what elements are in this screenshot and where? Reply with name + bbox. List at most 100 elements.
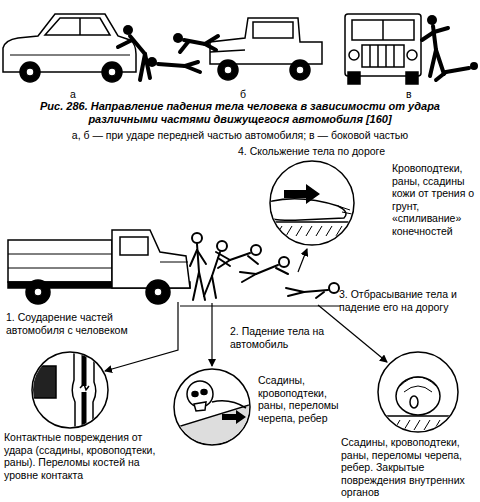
pedestrian-figure [251, 245, 261, 255]
pedestrian-figure [470, 62, 478, 70]
pickup-truck [290, 60, 310, 80]
detail-circle [174, 369, 252, 446]
detail-circle [374, 420, 460, 430]
truck [120, 237, 148, 255]
detail-circle [82, 392, 87, 430]
detail-circle [82, 352, 87, 386]
truck-front [406, 72, 418, 84]
car-sedan [79, 18, 81, 35]
injury-note: Кровоподтеки, раны, ссадины кожи от трен… [392, 162, 476, 237]
truck [154, 288, 162, 296]
car-sedan [102, 62, 122, 82]
stage-heading: 2. Падение тела на автомобиль [230, 325, 330, 350]
pickup-truck [210, 18, 322, 80]
pedestrian-figure [422, 15, 478, 80]
pedestrian-figure [197, 244, 199, 272]
detail-circle [201, 390, 207, 395]
truck-front [349, 50, 359, 60]
detail-circle [222, 410, 246, 424]
panel-letter: б [240, 88, 246, 101]
pedestrian-figure [204, 276, 212, 296]
truck-front [407, 50, 417, 60]
detail-circle [93, 350, 96, 430]
pedestrian-figure [192, 233, 202, 243]
car-sedan [26, 68, 34, 76]
pedestrian-figure [190, 250, 197, 266]
truck-front [362, 45, 404, 67]
pedestrian-figure [230, 253, 250, 260]
pedestrian-figure [446, 68, 469, 72]
detail-circle [212, 401, 246, 408]
pedestrian-figure [436, 72, 446, 80]
pedestrian-figure [248, 256, 258, 264]
truck [112, 230, 190, 288]
pedestrian-figure [180, 42, 188, 52]
detail-circle [266, 161, 356, 245]
detail-circle [338, 206, 352, 214]
pedestrian-figure [430, 50, 436, 76]
pedestrian-figure [434, 28, 448, 32]
detail-circle [194, 402, 206, 411]
detail-circle [72, 350, 75, 430]
pedestrian-figure [240, 272, 256, 274]
stage-heading: 4. Скольжение тела по дороге [238, 145, 385, 158]
truck-front [382, 20, 384, 40]
pickup-truck [218, 60, 238, 80]
pedestrian-figure [193, 272, 199, 300]
car-sedan [10, 55, 130, 56]
detail-circle [32, 350, 108, 430]
truck [8, 240, 112, 282]
truck-front [393, 45, 395, 67]
pedestrian-figure [218, 260, 230, 268]
truck [160, 262, 188, 263]
detail-circle [378, 352, 458, 432]
truck [146, 280, 170, 304]
detail-circle [374, 377, 460, 430]
panel-letter: в [406, 88, 412, 101]
pedestrian-figure [216, 252, 230, 260]
pedestrian-figure [217, 241, 227, 251]
pedestrian-figure [212, 276, 216, 298]
road-line [180, 306, 340, 307]
pedestrian-figure [436, 50, 444, 74]
pickup-truck [224, 66, 232, 74]
pedestrian-figure [329, 283, 339, 293]
detail-circle [410, 396, 418, 408]
detail-circle [174, 404, 252, 446]
pedestrian-figure [185, 62, 198, 66]
panel-letter: а [70, 88, 76, 101]
detail-circle [400, 377, 436, 386]
detail-circle [374, 352, 460, 432]
stage-heading: 1. Соударение частей автомобиля с челове… [6, 311, 156, 336]
detail-circle [32, 350, 96, 430]
detail-circle [266, 184, 356, 236]
truck [8, 254, 112, 255]
pedestrian-figure [140, 54, 145, 80]
truck [26, 280, 50, 304]
truck [8, 268, 112, 269]
car-sedan [45, 18, 110, 35]
pedestrian-figure [427, 15, 437, 25]
truck-front [352, 20, 414, 40]
pedestrian-figure [279, 257, 289, 267]
pickup-truck [253, 22, 293, 38]
detail-circle [174, 381, 252, 446]
leader-arrow [318, 305, 387, 362]
pedestrian-figure [212, 252, 220, 276]
injury-note: Ссадины, кровоподтеки, раны, переломы че… [341, 436, 476, 499]
pickup-truck [210, 18, 322, 64]
truck-front [348, 72, 360, 84]
pedestrian-figure [422, 32, 434, 40]
detail-circle [284, 184, 320, 204]
pedestrian-figure [123, 25, 133, 35]
car-sedan [108, 68, 116, 76]
injury-note: Контактные повреждения от удара (ссадины… [4, 431, 164, 481]
leader-arrow [211, 303, 212, 366]
detail-circle [396, 377, 440, 415]
car-sedan [3, 14, 136, 82]
pedestrian-figure [147, 33, 218, 72]
truck-front [345, 14, 421, 84]
pedestrian-figure [173, 33, 183, 43]
detail-circle [32, 366, 56, 398]
